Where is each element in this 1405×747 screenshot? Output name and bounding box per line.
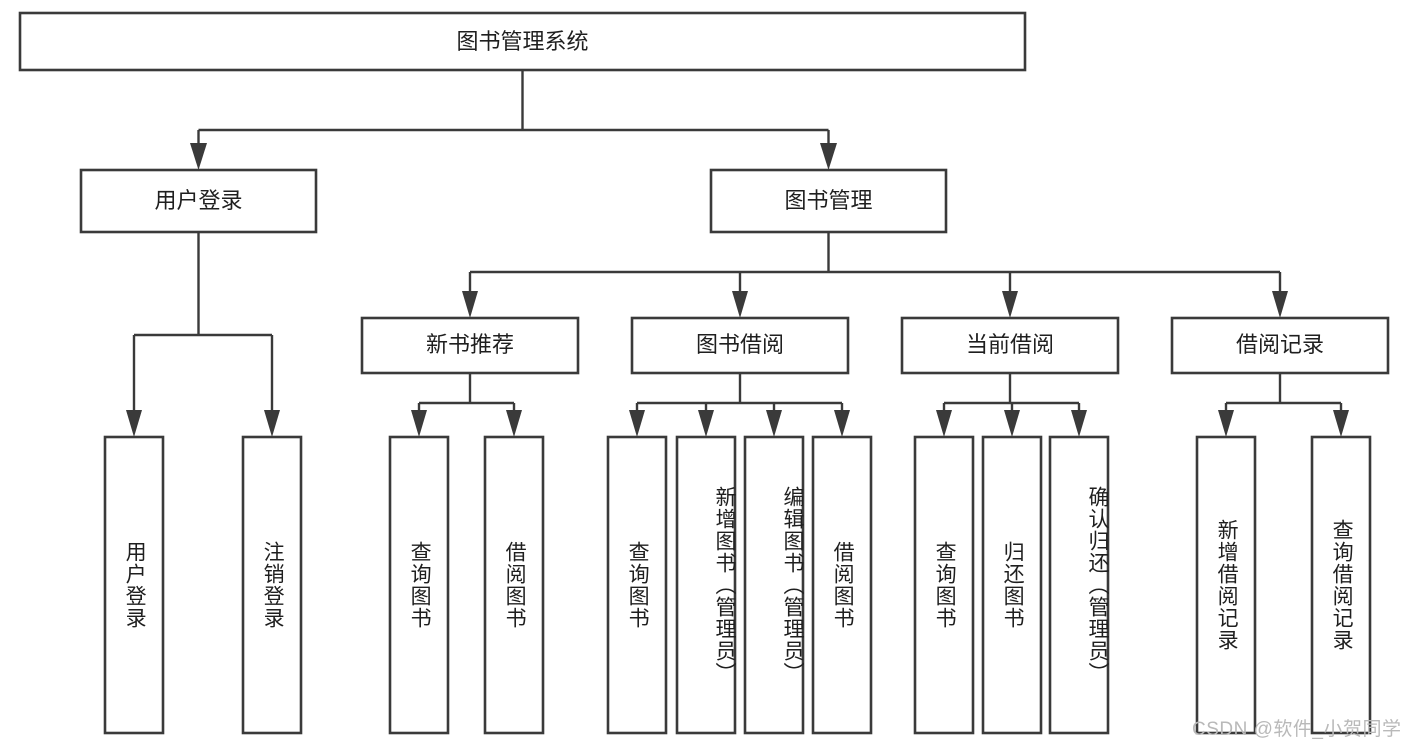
arrow-head-leaf-query-book-2 — [629, 410, 645, 437]
arrow-head-book-mgmt — [820, 143, 837, 170]
arrow-head-leaf-add-book — [698, 410, 714, 437]
arrow-head-leaf-borrow-book-1 — [506, 410, 522, 437]
node-user-login-label: 用户登录 — [154, 188, 242, 213]
arrow-head-leaf-query-book-3 — [936, 410, 952, 437]
node-borrow-record-label: 借阅记录 — [1236, 332, 1324, 357]
connectors — [126, 70, 1349, 437]
arrow-head-book-borrow — [732, 291, 748, 318]
node-book-borrow[interactable] — [630, 316, 850, 375]
leaf-borrow-book-2[interactable] — [811, 435, 873, 735]
leaf-query-borrow-record[interactable] — [1310, 435, 1372, 735]
arrow-head-leaf-query-record — [1333, 410, 1349, 437]
leaf-query-book-2[interactable] — [606, 435, 668, 735]
leaf-query-book-1[interactable] — [388, 435, 450, 735]
arrow-head-leaf-return-book — [1004, 410, 1020, 437]
horizontal-labels: 图书管理系统 用户登录 图书管理 新书推荐 图书借阅 当前借阅 借阅记录 — [154, 29, 1324, 357]
leaf-borrow-book-1[interactable] — [483, 435, 545, 735]
node-root[interactable] — [18, 11, 1027, 72]
arrow-head-borrow-record — [1272, 291, 1288, 318]
leaf-edit-book[interactable] — [743, 435, 805, 735]
node-book-borrow-label: 图书借阅 — [696, 332, 784, 357]
leaf-query-book-3[interactable] — [913, 435, 975, 735]
leaf-logout[interactable] — [241, 435, 303, 735]
arrow-head-leaf-borrow-book-2 — [834, 410, 850, 437]
node-new-book-recommend-label: 新书推荐 — [426, 332, 514, 357]
arrow-head-leaf-confirm-return — [1071, 410, 1087, 437]
node-book-management[interactable] — [709, 168, 948, 234]
arrow-head-leaf-user-login — [126, 410, 142, 437]
arrow-head-user-login — [190, 143, 207, 170]
arrow-head-leaf-edit-book — [766, 410, 782, 437]
arrow-head-current-borrow — [1002, 291, 1018, 318]
node-borrow-record[interactable] — [1170, 316, 1390, 375]
node-current-borrow[interactable] — [900, 316, 1120, 375]
node-new-book-recommend[interactable] — [360, 316, 580, 375]
arrow-head-leaf-add-record — [1218, 410, 1234, 437]
node-root-label: 图书管理系统 — [456, 29, 588, 54]
leaf-add-borrow-record[interactable] — [1195, 435, 1257, 735]
arrow-head-leaf-query-book-1 — [411, 410, 427, 437]
leaf-confirm-return[interactable] — [1048, 435, 1110, 735]
csdn-watermark: CSDN @软件_小贺同学 — [1192, 719, 1402, 740]
arrow-head-leaf-logout — [264, 410, 280, 437]
node-book-management-label: 图书管理 — [784, 188, 872, 213]
leaf-user-login[interactable] — [103, 435, 165, 735]
node-user-login[interactable] — [79, 168, 318, 234]
arrow-head-new-book-rec — [462, 291, 478, 318]
node-current-borrow-label: 当前借阅 — [966, 332, 1054, 357]
nodes — [18, 11, 1390, 735]
leaf-add-book[interactable] — [675, 435, 737, 735]
leaf-return-book[interactable] — [981, 435, 1043, 735]
